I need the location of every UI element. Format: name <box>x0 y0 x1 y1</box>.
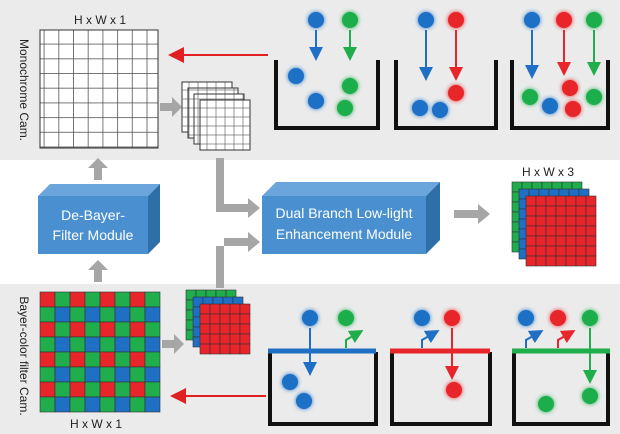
enhancement-line1: Dual Branch Low-light <box>276 205 413 221</box>
mono-bucket-1 <box>274 12 380 130</box>
bayer-cam-label: Bayer-color filter Cam. <box>17 296 31 415</box>
gray-arrow-mono-to-stack <box>160 97 182 117</box>
bayer-mosaic <box>39 291 161 413</box>
debayer-line1: De-Bayer- <box>61 207 125 223</box>
enhancement-module-box: Dual Branch Low-light Enhancement Module <box>262 182 440 254</box>
output-size-label: H x W x 3 <box>522 165 574 179</box>
gray-arrow-to-output <box>454 204 490 224</box>
mono-sensor-grid <box>39 29 159 149</box>
monochrome-cam-label: Monochrome Cam. <box>17 39 31 141</box>
enhancement-line2: Enhancement Module <box>276 226 412 242</box>
bayer-bucket-red <box>390 310 492 426</box>
bayer-stack-red <box>199 303 251 355</box>
bayer-bucket-blue <box>268 310 378 426</box>
gray-arrow-bayer-to-debayer <box>88 260 108 282</box>
gray-arrow-bayer-to-stack <box>162 334 184 354</box>
gray-arrow-debayer-to-mono <box>88 158 108 180</box>
mono-sensor-size-label: H x W x 1 <box>74 13 126 27</box>
output-stack-red <box>525 195 597 267</box>
output-rgb-stack <box>511 181 597 267</box>
bayer-sensor-size-label: H x W x 1 <box>70 417 122 431</box>
gray-connector-mono-to-enh <box>216 158 260 218</box>
mono-feature-stack <box>181 81 251 151</box>
debayer-line2: Filter Module <box>53 227 134 243</box>
gray-connector-bayer-to-enh <box>216 232 260 288</box>
bayer-sensor-grid <box>39 291 161 413</box>
mono-bucket-2 <box>394 12 498 130</box>
mono-bucket-3 <box>510 12 610 130</box>
debayer-module-box: De-Bayer- Filter Module <box>38 184 160 254</box>
bayer-bucket-green <box>512 310 610 426</box>
bayer-feature-stack <box>185 289 251 355</box>
